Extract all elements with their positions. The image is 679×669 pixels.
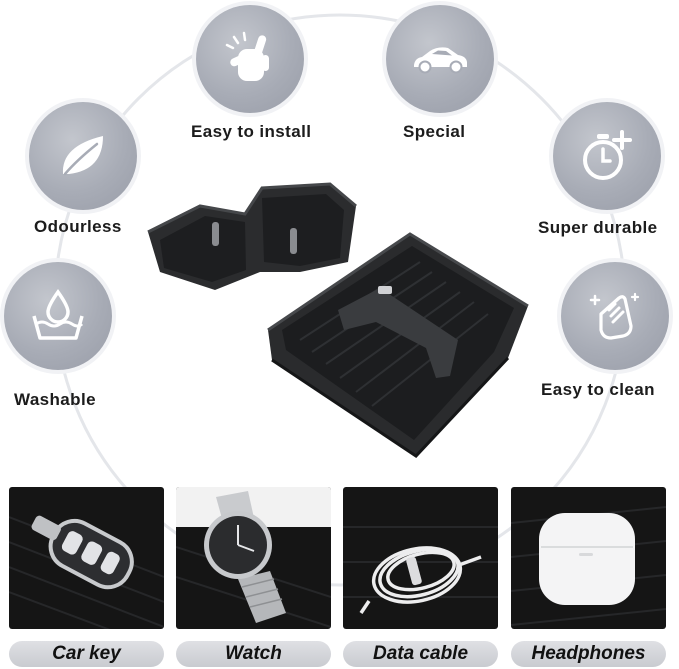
wristwatch <box>204 491 286 623</box>
cup-holder-insert <box>147 182 357 290</box>
car-icon <box>386 5 494 113</box>
feature-label: Special <box>403 122 466 141</box>
usage-photo-data-cable <box>343 487 498 629</box>
feature-label: Super durable <box>538 218 658 237</box>
wash-basin-icon <box>4 262 112 370</box>
usage-caption-watch: Watch <box>176 641 331 667</box>
usage-photo-watch <box>176 487 331 629</box>
feature-label: Odourless <box>34 217 122 236</box>
feature-label: Easy to clean <box>541 380 655 399</box>
earbuds-case <box>539 513 635 605</box>
console-tray <box>267 232 529 458</box>
stopwatch-plus-icon <box>553 102 661 210</box>
usage-caption-data-cable: Data cable <box>343 641 498 667</box>
usage-caption-car-key: Car key <box>9 641 164 667</box>
feature-label: Washable <box>14 390 96 409</box>
usage-photo-car-key <box>9 487 164 629</box>
wipe-hand-icon <box>561 262 669 370</box>
feature-label: Easy to install <box>191 122 312 141</box>
leaf-icon <box>29 102 137 210</box>
usage-photo-headphones <box>511 487 666 629</box>
car-key-fob <box>31 515 134 590</box>
coiled-cable <box>359 546 482 614</box>
usage-caption-headphones: Headphones <box>511 641 666 667</box>
hand-snap-icon <box>196 5 304 113</box>
